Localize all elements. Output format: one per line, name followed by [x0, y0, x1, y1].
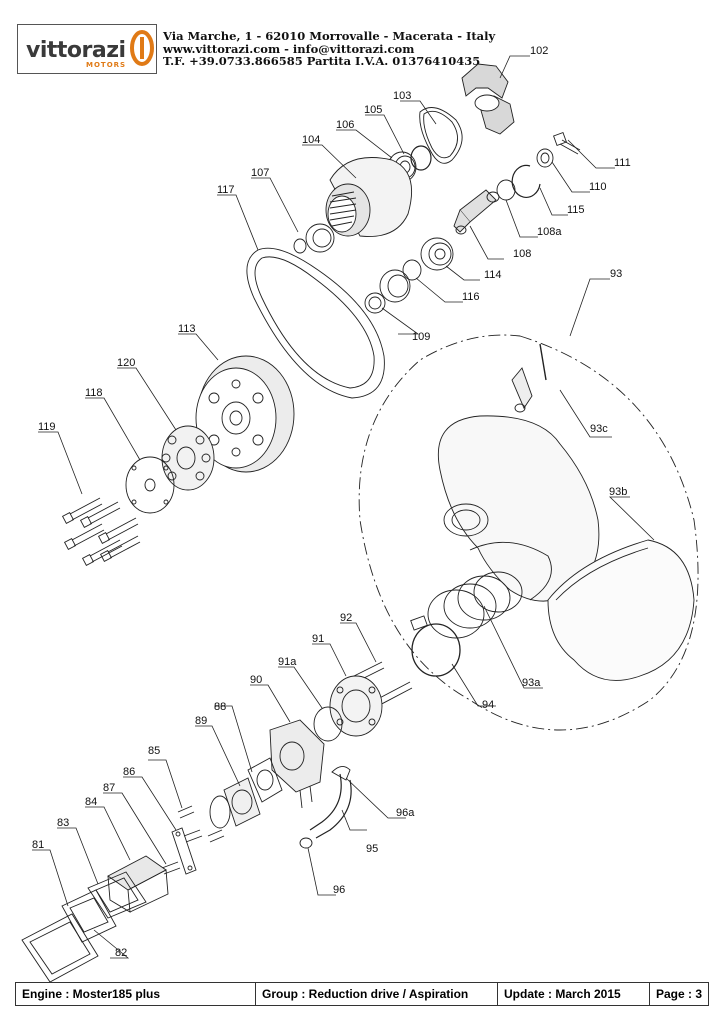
- part-fitting-96a: [331, 766, 351, 781]
- label-114: 114: [484, 269, 502, 281]
- label-90: 90: [250, 674, 262, 686]
- part-carburetor: [269, 719, 325, 809]
- group-cell: Group : Reduction drive / Aspiration: [256, 983, 498, 1005]
- label-117: 117: [217, 184, 235, 196]
- part-circlip-115: [511, 164, 541, 198]
- brand-logo: vittorazi MOTORS: [17, 24, 157, 74]
- part-gasket-81: [21, 889, 117, 983]
- part-bolts-85: [177, 805, 225, 843]
- label-96: 96: [333, 884, 345, 896]
- part-bracket-93c: [511, 343, 547, 413]
- label-107: 107: [251, 167, 269, 179]
- label-110: 110: [589, 181, 607, 193]
- label-116: 116: [462, 291, 480, 303]
- part-bolts-119: [61, 497, 141, 567]
- part-pulley: [195, 355, 295, 473]
- page-cell: Page : 3: [656, 987, 703, 1001]
- part-clutch-bell: [325, 157, 413, 237]
- part-flange: [161, 425, 215, 491]
- label-92: 92: [340, 612, 352, 624]
- part-circlip: [410, 145, 432, 171]
- label-113: 113: [178, 323, 196, 335]
- label-120: 120: [117, 357, 135, 369]
- part-plate: [125, 456, 175, 514]
- label-93b: 93b: [609, 486, 627, 498]
- label-83: 83: [57, 817, 69, 829]
- update-cell: Update : March 2015: [498, 983, 650, 1005]
- label-82: 82: [115, 947, 127, 959]
- label-93: 93: [610, 268, 622, 280]
- part-bracket-86: [171, 827, 197, 875]
- label-103: 103: [393, 90, 411, 102]
- part-filter: [547, 539, 695, 681]
- label-106: 106: [336, 119, 354, 131]
- label-88: 88: [214, 701, 226, 713]
- engine-cell: Engine : Moster185 plus: [16, 983, 256, 1005]
- assembly-boundary: [358, 334, 699, 731]
- part-plate-83: [87, 871, 147, 919]
- label-111: 111: [614, 157, 631, 169]
- label-109: 109: [412, 331, 430, 343]
- part-ring-108a: [496, 179, 516, 201]
- part-gasket-second: [209, 795, 231, 829]
- part-intake-body: [437, 415, 600, 602]
- label-95: 95: [366, 843, 378, 855]
- brand-mark-icon: [130, 30, 154, 66]
- label-84: 84: [85, 796, 97, 808]
- part-spring-plate: [419, 107, 463, 164]
- part-gasket-88: [247, 757, 283, 803]
- part-bearing-107: [293, 223, 335, 254]
- label-96a: 96a: [396, 807, 415, 819]
- phone-line: T.F. +39.0733.866585 Partita I.V.A. 0137…: [163, 54, 481, 68]
- part-screw-87: [161, 861, 181, 875]
- label-93c: 93c: [590, 423, 608, 435]
- label-102: 102: [530, 45, 548, 57]
- label-89: 89: [195, 715, 207, 727]
- part-cap-96: [299, 837, 313, 849]
- leader-lines: [32, 55, 655, 959]
- part-spacer-89: [223, 777, 261, 827]
- label-105: 105: [364, 104, 382, 116]
- label-94: 94: [482, 699, 494, 711]
- part-clamp: [410, 615, 461, 677]
- label-91a: 91a: [278, 656, 297, 668]
- label-118: 118: [85, 387, 103, 399]
- part-belt: [246, 247, 385, 399]
- part-oring-91a: [313, 706, 343, 742]
- web-line: www.vittorazi.com - info@vittorazi.com: [163, 41, 415, 56]
- part-shaft: [453, 189, 500, 235]
- label-108a: 108a: [537, 226, 562, 238]
- label-91: 91: [312, 633, 324, 645]
- label-119: 119: [38, 421, 56, 433]
- part-clutch-shoe: [461, 63, 515, 135]
- part-bolt-111: [553, 132, 581, 155]
- part-ring-109: [364, 292, 386, 314]
- part-flange-91: [329, 675, 383, 737]
- brand-sub: MOTORS: [86, 61, 127, 69]
- label-93a: 93a: [522, 677, 541, 689]
- brand-name: vittorazi: [26, 38, 126, 63]
- label-87: 87: [103, 782, 115, 794]
- part-hose: [309, 773, 352, 839]
- part-bearing-114: [420, 237, 454, 271]
- part-labels: 102 103 105 106 104 107 117 111 110 115 …: [32, 45, 631, 959]
- label-81: 81: [32, 839, 44, 851]
- label-104: 104: [302, 134, 320, 146]
- part-reed-block: [107, 855, 169, 913]
- part-nut-110: [536, 148, 554, 168]
- address-line: Via Marche, 1 - 62010 Morrovalle - Macer…: [163, 29, 496, 43]
- label-85: 85: [148, 745, 160, 757]
- label-86: 86: [123, 766, 135, 778]
- part-coupling-93a: [427, 571, 523, 639]
- title-block: Engine : Moster185 plus Group : Reductio…: [15, 982, 709, 1006]
- part-spacer-116: [379, 259, 422, 303]
- company-header: Via Marche, 1 - 62010 Morrovalle - Macer…: [163, 30, 495, 68]
- label-115: 115: [567, 204, 585, 216]
- label-108: 108: [513, 248, 531, 260]
